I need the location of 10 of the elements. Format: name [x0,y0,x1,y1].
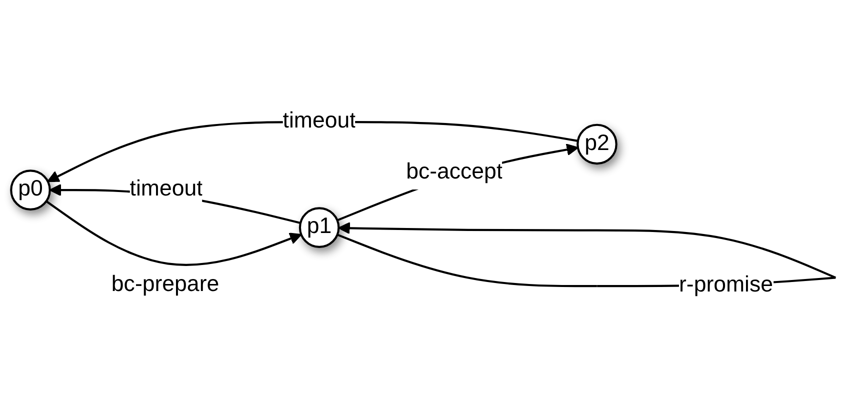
edge-label: bc-accept [406,160,503,184]
edge-label: bc-prepare [111,272,220,296]
node-circle: p1 [298,207,340,248]
node-circle: p0 [10,170,51,210]
arrow [46,200,302,266]
node-circle: p2 [576,124,618,165]
edge-label: timeout [130,178,203,202]
arrow [336,144,579,222]
edge-label: timeout [282,109,356,134]
edge-label: r-promise [678,274,774,298]
